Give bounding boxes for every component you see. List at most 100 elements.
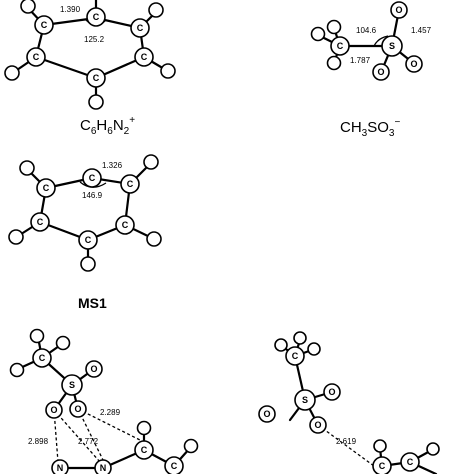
hydrogen-atom — [326, 19, 342, 35]
sulfur-atom — [61, 374, 83, 396]
atom-letter: O — [328, 387, 335, 397]
hydrogen-atom — [373, 439, 387, 453]
distance-label: 2.898 — [28, 437, 49, 446]
hydrogen-atom — [183, 438, 199, 454]
bond-length-label: 1.390 — [60, 5, 81, 14]
nitrogen-atom — [51, 459, 69, 474]
atom-letter: C — [141, 52, 148, 62]
atom-letter: C — [337, 41, 344, 51]
atom-letter: O — [314, 420, 321, 430]
hydrogen-atom — [326, 55, 342, 71]
hydrogen-atom — [148, 2, 164, 18]
atom-letter: C — [141, 445, 148, 455]
atom-letter: S — [302, 395, 308, 405]
carbon-atom — [285, 346, 305, 366]
c6h6n2-molecule: C C C C C C 1.390 125.2 — [4, 0, 176, 110]
atom-letter: O — [395, 5, 402, 15]
carbon-atom — [164, 456, 184, 474]
c6h6n2-formula-label: C6H6N2+ — [80, 115, 135, 137]
atom-letter: C — [379, 461, 386, 471]
hydrogen-atom — [146, 231, 162, 247]
carbon-atom — [26, 47, 46, 67]
atom-letter: O — [74, 404, 81, 414]
atom-letter: C — [122, 220, 129, 230]
atom-letter: C — [37, 217, 44, 227]
angle-label: 146.9 — [82, 191, 103, 200]
hydrogen-atom — [293, 331, 307, 345]
oxygen-atom — [45, 401, 63, 419]
carbon-atom — [36, 178, 56, 198]
atom-letter: O — [263, 409, 270, 419]
complex-left-molecule: C O S O O N N C C 2.289 2.898 2.772 — [9, 328, 199, 474]
sulfur-atom — [381, 35, 403, 57]
hbond-dashed-line — [317, 424, 375, 467]
atom-letter: C — [89, 173, 96, 183]
hydrogen-atom — [55, 335, 71, 351]
atom-letter: N — [100, 463, 107, 473]
hydrogen-atom — [20, 0, 36, 14]
atom-letter: C — [43, 183, 50, 193]
distance-label: 2.619 — [336, 437, 357, 446]
ch3so3-formula-label: CH3SO3− — [340, 117, 400, 139]
atom-letter: O — [377, 67, 384, 77]
hydrogen-atom — [307, 342, 321, 356]
atom-letter: C — [93, 12, 100, 22]
carbon-atom — [130, 18, 150, 38]
carbon-atom — [134, 440, 154, 460]
hydrogen-atom — [4, 65, 20, 81]
bond-length-label: 1.787 — [350, 56, 371, 65]
carbon-atom — [82, 168, 102, 188]
sulfur-atom — [294, 389, 316, 411]
carbon-atom — [115, 215, 135, 235]
hydrogen-atom — [19, 160, 35, 176]
bond-length-label: 1.326 — [102, 161, 123, 170]
carbon-atom — [330, 36, 350, 56]
atom-letter: C — [41, 20, 48, 30]
atom-letter: O — [50, 405, 57, 415]
oxygen-atom — [390, 1, 408, 19]
hbond-dashed-line — [77, 408, 141, 441]
atom-letter: S — [69, 380, 75, 390]
ms1-molecule: C C C C C C 1.326 146.9 — [8, 154, 162, 272]
atom-letter: C — [407, 457, 414, 467]
hydrogen-atom — [426, 442, 440, 456]
atom-letter: C — [93, 73, 100, 83]
hydrogen-atom — [143, 154, 159, 170]
hydrogen-atom — [310, 26, 326, 42]
hydrogen-atom — [160, 63, 176, 79]
atom-letter: C — [39, 353, 46, 363]
oxygen-atom — [309, 416, 327, 434]
hydrogen-atom — [88, 94, 104, 110]
atom-letter: O — [90, 364, 97, 374]
bond-length-label: 1.457 — [411, 26, 432, 35]
hydrogen-atom — [274, 338, 288, 352]
angle-label: 125.2 — [84, 35, 105, 44]
hydrogen-atom — [29, 328, 45, 344]
oxygen-atom — [323, 383, 341, 401]
hydrogen-atom — [136, 420, 152, 436]
atom-letter: O — [410, 59, 417, 69]
atom-letter: C — [33, 52, 40, 62]
oxygen-atom — [372, 63, 390, 81]
complex-right-molecule: C O S O O C C 2.619 — [258, 331, 440, 474]
hydrogen-atom — [8, 229, 24, 245]
oxygen-atom — [258, 405, 276, 423]
atom-letter: S — [389, 41, 395, 51]
carbon-atom — [32, 348, 52, 368]
atom-letter: C — [85, 235, 92, 245]
atom-letter: C — [292, 351, 299, 361]
carbon-atom — [30, 212, 50, 232]
atom-letter: C — [137, 23, 144, 33]
hydrogen-atom — [80, 256, 96, 272]
ch3so3-molecule: C O O O S 104.6 1.457 1.787 — [310, 1, 432, 81]
carbon-atom — [120, 174, 140, 194]
carbon-atom — [86, 7, 106, 27]
atom-letter: N — [57, 463, 64, 473]
hydrogen-atom — [9, 362, 25, 378]
oxygen-atom — [85, 360, 103, 378]
ms1-title: MS1 — [78, 295, 107, 311]
bond — [34, 55, 98, 80]
atom-letter: C — [171, 461, 178, 471]
